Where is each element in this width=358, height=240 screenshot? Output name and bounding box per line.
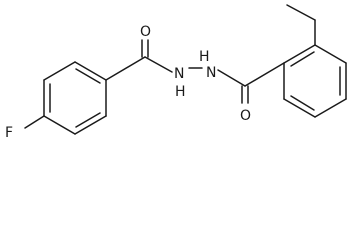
ring-carbonyl-bond-right [244, 62, 285, 87]
chemical-structure-diagram: F O O H N H N [5, 4, 347, 141]
c-f-bond [24, 115, 45, 129]
nh-left-n-label: N [174, 66, 184, 82]
carbonyl-right [241, 85, 249, 104]
nh-right-n-label: N [206, 65, 216, 81]
n-c-bond-right [217, 69, 246, 87]
oxygen-left-label: O [140, 24, 151, 40]
nh-right-h-label: H [199, 49, 210, 65]
nh-left-h-label: H [175, 84, 186, 100]
carbonyl-left [141, 39, 149, 58]
ring-carbonyl-bond-left [105, 56, 146, 81]
fluorophenyl-ring [43, 61, 107, 135]
methyl-stub [286, 4, 316, 21]
fluorine-label: F [5, 125, 13, 141]
c-n-bond-left [144, 56, 173, 73]
oxygen-right-label: O [240, 108, 251, 124]
methylphenyl-ring [283, 44, 347, 118]
